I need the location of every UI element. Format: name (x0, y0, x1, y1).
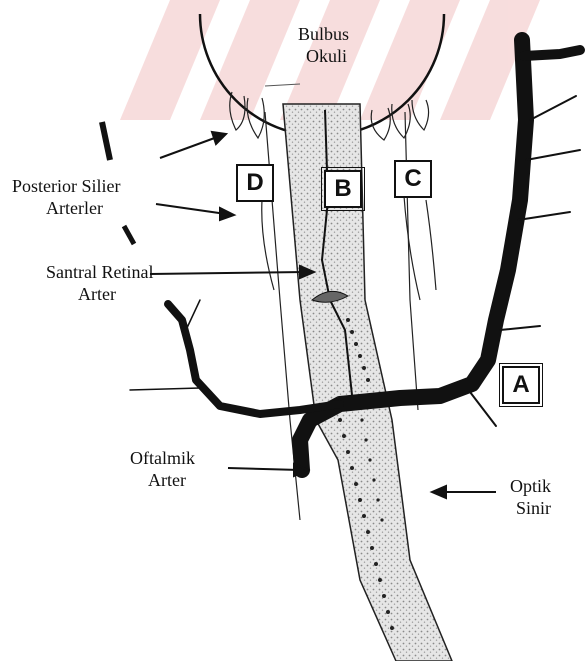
optic-nerve-label: Optik (510, 476, 551, 496)
posterior-ciliary-label: Posterior Silier (12, 176, 121, 196)
central-retinal-label: Santral Retinal (46, 262, 153, 282)
central-retinal-label-2: Arter (78, 284, 116, 304)
box-label-a: A (502, 366, 540, 404)
posterior-ciliary-label-2: Arterler (46, 198, 103, 218)
box-label-d: D (236, 164, 274, 202)
ophthalmic-label-2: Arter (148, 470, 186, 490)
box-label-b: B (324, 170, 362, 208)
box-label-c: C (394, 160, 432, 198)
bulbus-okuli-label-2: Okuli (306, 46, 347, 66)
optic-nerve-label-2: Sinir (516, 498, 551, 518)
ophthalmic-label: Oftalmik (130, 448, 195, 468)
bulbus-okuli-label: Bulbus (298, 24, 349, 44)
